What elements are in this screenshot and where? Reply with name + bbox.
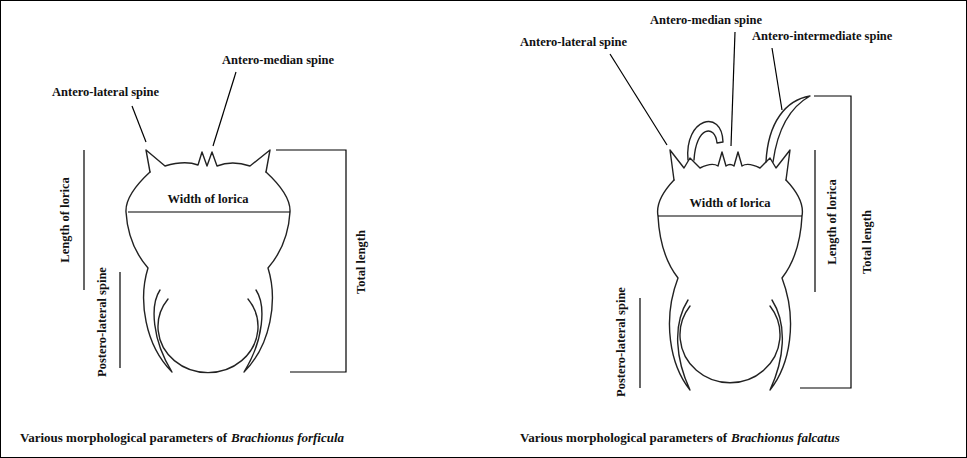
total-length-bracket: [800, 96, 851, 388]
dimension-label: Length of lorica: [59, 177, 73, 262]
dimension-label: Width of lorica: [689, 197, 770, 211]
lorica-side: [126, 172, 172, 372]
posterior-lorica: [680, 306, 780, 383]
width-line: [658, 215, 802, 216]
length-line: [814, 150, 815, 292]
lorica-side: [658, 180, 690, 390]
caption-text: Various morphological parameters of: [20, 430, 227, 445]
part-label: Antero-lateral spine: [520, 36, 627, 50]
part-label: Antero-lateral spine: [52, 86, 159, 100]
spine-line: [639, 298, 640, 388]
anterior-margin: [146, 150, 270, 172]
leader-line: [132, 106, 146, 142]
dimension-label: Length of lorica: [826, 179, 840, 264]
leader-line: [610, 54, 667, 145]
caption: Various morphological parameters of Brach…: [20, 430, 344, 446]
leader-line: [731, 32, 735, 146]
species-name: Brachionus falcatus: [731, 430, 840, 445]
width-line: [128, 211, 290, 212]
part-label: Antero-intermediate spine: [752, 30, 892, 44]
leader-line: [772, 48, 782, 110]
species-name: Brachionus forficula: [231, 430, 344, 445]
caption: Various morphological parameters of Brach…: [520, 430, 840, 446]
dimension-label: Postero-lateral spine: [615, 287, 629, 397]
dimension-label: Total length: [355, 230, 369, 294]
spine-line: [119, 272, 120, 368]
length-line: [83, 150, 84, 290]
lorica-side: [770, 180, 802, 390]
lorica-side: [244, 172, 290, 372]
posterior-lorica: [158, 299, 258, 373]
dimension-label: Postero-lateral spine: [96, 267, 110, 377]
caption-text: Various morphological parameters of: [520, 430, 727, 445]
dimension-label: Width of lorica: [167, 193, 248, 207]
dimension-label: Total length: [861, 210, 875, 274]
total-length-bracket: [276, 150, 346, 372]
leader-line: [213, 72, 236, 146]
part-label: Antero-median spine: [222, 54, 334, 68]
intermediate-spine: [766, 96, 810, 162]
part-label: Antero-median spine: [650, 14, 762, 28]
intermediate-spine: [688, 122, 723, 160]
